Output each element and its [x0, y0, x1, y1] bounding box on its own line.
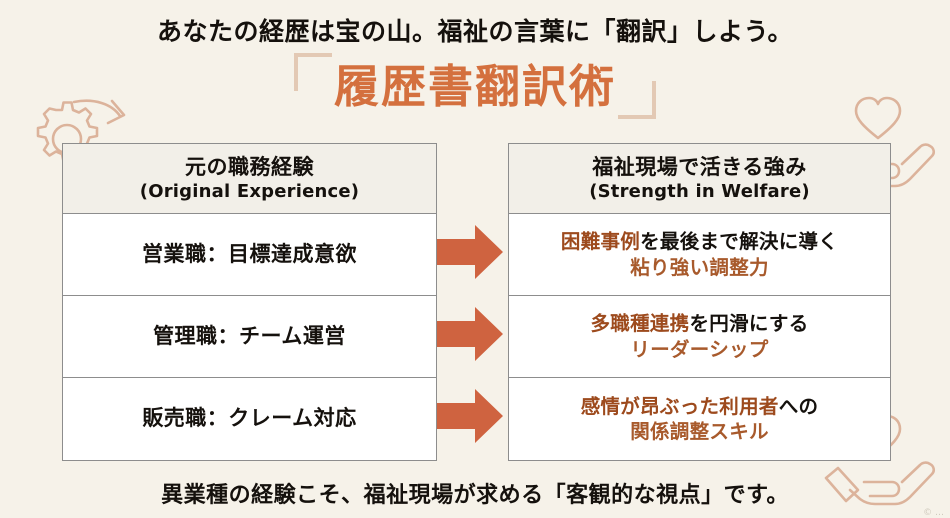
table-row: 感情が昂ぶった利用者への 関係調整スキル [509, 378, 890, 460]
column-header-strength-en: (Strength in Welfare) [589, 181, 810, 203]
comparison-table: 元の職務経験 (Original Experience) 営業職：目標達成意欲 … [0, 143, 950, 461]
title-block: 履歴書翻訳術 [0, 53, 950, 123]
corner-bracket-close-icon [618, 81, 656, 119]
table-row: 販売職：クレーム対応 [63, 378, 436, 460]
column-header-strength-jp: 福祉現場で活きる強み [592, 154, 807, 179]
original-experience-1: 営業職：目標達成意欲 [142, 241, 357, 266]
strength-1-keyword: 困難事例 [560, 230, 641, 254]
strength-3-tail: への [778, 394, 819, 418]
table-row: 困難事例を最後まで解決に導く 粘り強い調整力 [509, 214, 890, 296]
column-header-strength: 福祉現場で活きる強み (Strength in Welfare) [509, 144, 890, 214]
table-row: 営業職：目標達成意欲 [63, 214, 436, 296]
strength-1-tail: を最後まで解決に導く [640, 230, 839, 254]
strength-2-line2: リーダーシップ [630, 337, 769, 361]
table-row: 多職種連携を円滑にする リーダーシップ [509, 296, 890, 378]
original-experience-3: 販売職：クレーム対応 [142, 406, 357, 431]
headline-text: あなたの経歴は宝の山。福祉の言葉に「翻訳」しよう。 [156, 17, 793, 46]
column-header-original-en: (Original Experience) [139, 181, 360, 203]
footer-text: 異業種の経験こそ、福祉現場が求める「客観的な視点」です。 [161, 483, 789, 508]
column-header-original-jp: 元の職務経験 [185, 154, 314, 179]
strength-2-tail: を円滑にする [689, 312, 809, 336]
column-original-experience: 元の職務経験 (Original Experience) 営業職：目標達成意欲 … [62, 143, 437, 461]
table-row: 管理職：チーム運営 [63, 296, 436, 378]
column-header-original: 元の職務経験 (Original Experience) [63, 144, 436, 214]
strength-3-line1: 感情が昂ぶった利用者への [581, 394, 819, 419]
page-title: 履歴書翻訳術 [333, 60, 616, 113]
column-strength-in-welfare: 福祉現場で活きる強み (Strength in Welfare) 困難事例を最後… [508, 143, 891, 461]
strength-2-line1: 多職種連携を円滑にする [590, 311, 808, 336]
original-experience-2: 管理職：チーム運営 [153, 323, 346, 348]
strength-3-keyword: 感情が昂ぶった利用者 [580, 394, 779, 418]
strength-1-line2: 粘り強い調整力 [630, 255, 769, 279]
watermark: © … [923, 508, 944, 518]
strength-1-line1: 困難事例を最後まで解決に導く [561, 229, 838, 254]
strength-2-keyword: 多職種連携 [590, 312, 690, 336]
corner-bracket-open-icon [293, 53, 332, 91]
strength-3-line2: 関係調整スキル [630, 420, 769, 443]
